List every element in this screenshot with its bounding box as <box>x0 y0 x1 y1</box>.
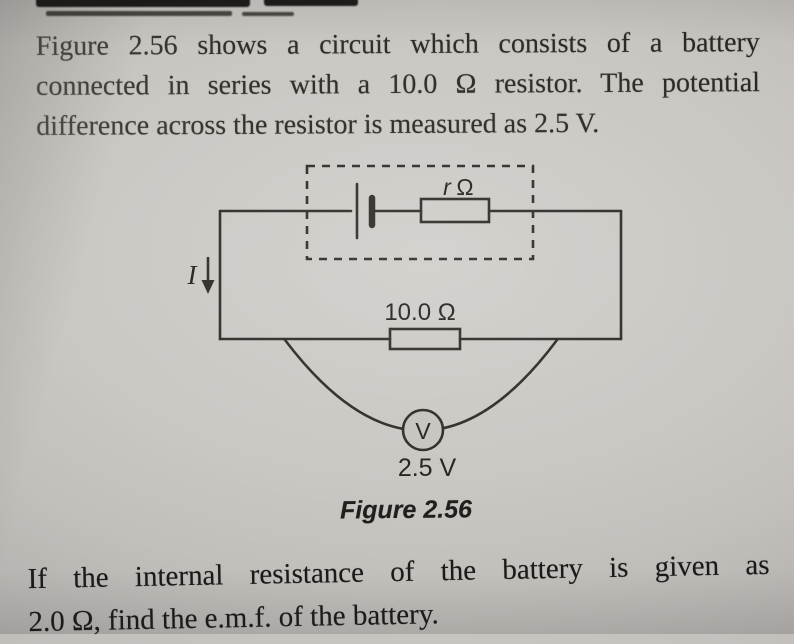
internal-resistor-unit-label: Ω <box>456 174 473 200</box>
voltmeter-circle <box>401 408 445 452</box>
question-paragraph: If the internal resistance of the batter… <box>27 544 771 644</box>
figure-caption-text: Figure 2.56 <box>339 495 473 525</box>
heading-bar-left <box>36 0 250 7</box>
voltmeter-label: V <box>415 418 431 444</box>
current-arrow-head <box>201 280 215 294</box>
internal-resistor-symbol-label: r <box>443 174 452 200</box>
circuit-outer-loop <box>218 209 623 341</box>
current-indicator: I <box>187 257 215 294</box>
heading-underline-left <box>46 11 232 16</box>
heading-underline-right <box>242 12 294 16</box>
battery-dashed-box <box>305 164 535 261</box>
voltmeter-reading: 2.5 V <box>398 454 457 482</box>
external-resistor-box <box>388 327 462 351</box>
current-label: I <box>187 260 199 290</box>
external-resistor-label: 10.0 Ω <box>384 299 455 326</box>
battery-symbol <box>355 182 376 240</box>
internal-resistor-box <box>419 197 491 224</box>
heading-bar-right <box>264 0 358 6</box>
